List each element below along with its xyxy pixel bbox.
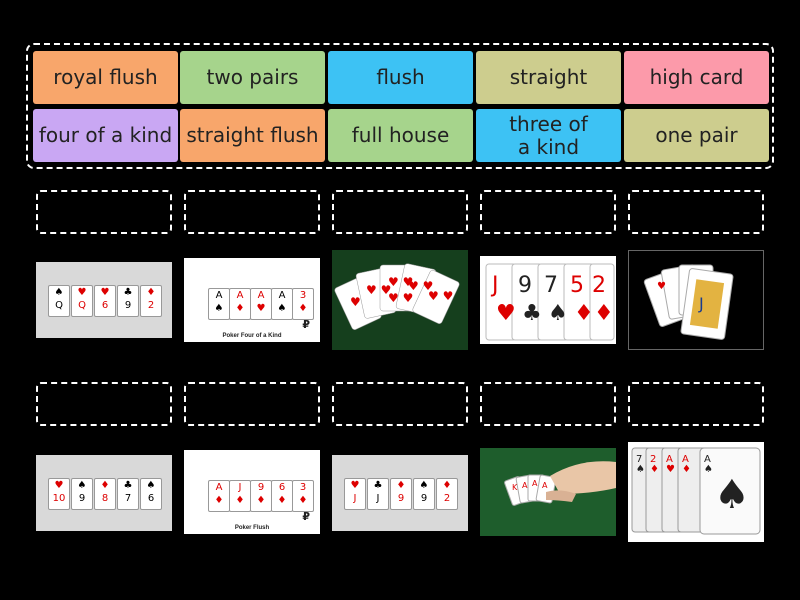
drop-slot-8[interactable] (332, 382, 468, 426)
svg-text:7: 7 (544, 273, 558, 298)
svg-text:♥: ♥ (350, 295, 361, 309)
svg-text:J: J (490, 273, 499, 298)
chip-royal-flush[interactable]: royal flush (33, 51, 178, 104)
svg-text:♠: ♠ (714, 472, 750, 518)
svg-text:K: K (512, 483, 518, 492)
chip-straight-flush[interactable]: straight flush (180, 109, 325, 162)
drop-slot-3[interactable] (332, 190, 468, 234)
drop-slot-6[interactable] (36, 382, 172, 426)
svg-text:A: A (542, 481, 548, 490)
drop-slot-1[interactable] (36, 190, 172, 234)
svg-text:♥ ♥: ♥ ♥ (366, 283, 391, 297)
chip-four-of-a-kind[interactable]: four of a kind (33, 109, 178, 162)
chip-three-of-a-kind[interactable]: three of a kind (476, 109, 621, 162)
drop-slot-2[interactable] (184, 190, 320, 234)
cards-10-9-8-7-6-icon: ♥10 ♠9 ♦8 ♣7 ♠6 (36, 455, 172, 531)
chip-straight[interactable]: straight (476, 51, 621, 104)
drop-slot-9[interactable] (480, 382, 616, 426)
svg-text:♥ ♥: ♥ ♥ (428, 289, 453, 303)
svg-text:♥: ♥ (496, 301, 516, 326)
chip-flush[interactable]: flush (328, 51, 473, 104)
svg-text:2: 2 (592, 273, 606, 298)
svg-text:♠: ♠ (548, 301, 568, 326)
chip-full-house[interactable]: full house (328, 109, 473, 162)
svg-text:♦: ♦ (594, 301, 614, 326)
svg-text:J: J (698, 294, 704, 313)
svg-text:♠: ♠ (636, 464, 645, 475)
image-caption: Poker Flush (234, 525, 270, 531)
svg-text:2: 2 (650, 454, 656, 465)
svg-text:♣: ♣ (522, 301, 542, 326)
svg-text:♠: ♠ (704, 464, 713, 475)
svg-text:♦: ♦ (574, 301, 594, 326)
svg-text:A: A (666, 454, 673, 465)
svg-text:♥ ♥: ♥ ♥ (388, 275, 413, 289)
chip-two-pairs[interactable]: two pairs (180, 51, 325, 104)
drop-slot-5[interactable] (628, 190, 764, 234)
svg-text:A: A (704, 454, 711, 465)
answer-bank (26, 43, 774, 169)
chip-one-pair[interactable]: one pair (624, 109, 769, 162)
svg-text:♥ ♥: ♥ ♥ (408, 279, 433, 293)
svg-text:♥: ♥ (666, 464, 675, 475)
drop-slot-4[interactable] (480, 190, 616, 234)
svg-text:7: 7 (636, 454, 642, 465)
cards-diamond-flush-icon: A♦ J♦ 9♦ 6♦ 3♦ Poker Flush ₽ (184, 450, 320, 534)
svg-text:♦: ♦ (682, 464, 691, 475)
chip-high-card[interactable]: high card (624, 51, 769, 104)
cards-four-aces-icon: A♠ A♦ A♥ A♠ 3♦ Poker Four of a Kind ₽ (184, 258, 320, 342)
drop-slot-7[interactable] (184, 382, 320, 426)
cards-j-j-9-9-2-icon: ♥J ♣J ♦9 ♠9 ♦2 (332, 455, 468, 531)
cards-royal-hand-icon: J ♥ (628, 250, 764, 350)
cards-aces-fan-icon: 7♠ 2♦ A♥ A♦ A♠ ♠ (628, 442, 764, 542)
cards-q-q-6-9-2-icon: ♠Q ♥Q ♥6 ♣9 ♦2 (36, 262, 172, 338)
svg-text:A: A (682, 454, 689, 465)
cards-j-9-7-5-2-icon: J ♥ 9 ♣ 7 ♠ 5 ♦ 2 ♦ (480, 256, 616, 344)
drop-slot-10[interactable] (628, 382, 764, 426)
svg-text:5: 5 (570, 273, 584, 298)
cards-hearts-spread-icon: ♥ ♥♥ ♥ ♥ ♥♥ ♥ ♥ ♥♥ (332, 250, 468, 350)
svg-text:9: 9 (518, 273, 532, 298)
svg-text:A: A (532, 479, 538, 488)
image-caption: Poker Four of a Kind (222, 333, 282, 339)
svg-text:♦: ♦ (650, 464, 659, 475)
svg-text:A: A (522, 481, 528, 490)
svg-text:♥ ♥: ♥ ♥ (388, 291, 413, 305)
svg-text:♥: ♥ (657, 281, 666, 292)
